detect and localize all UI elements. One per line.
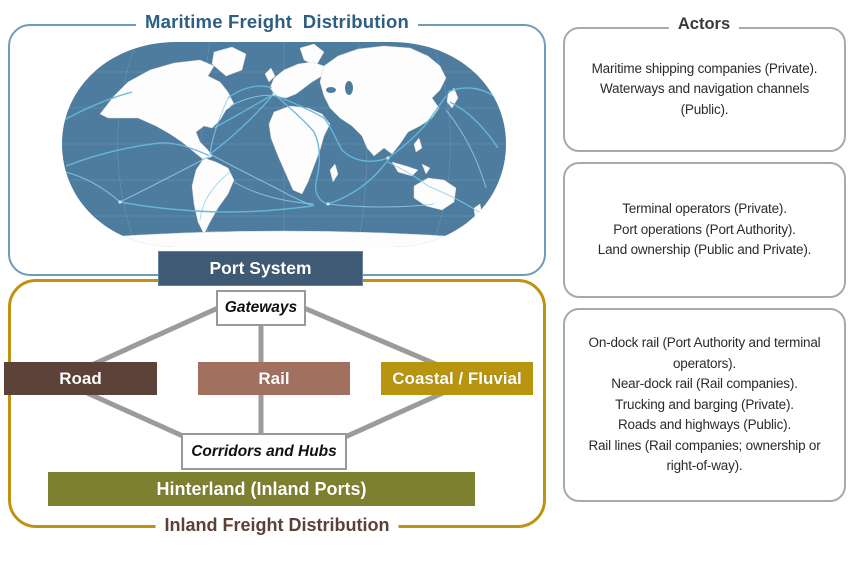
actor-line: Land ownership (Public and Private). — [597, 242, 812, 258]
actor-line: Trucking and barging (Private). — [615, 396, 794, 412]
actor-line: Near-dock rail (Rail companies). — [611, 376, 798, 392]
actor-line: Waterways and navigation channels (Publi… — [599, 81, 810, 117]
actors-panel-title: Actors — [668, 15, 740, 35]
map-shipping-routes — [63, 85, 503, 221]
port-system-bar: Port System — [158, 251, 363, 286]
actor-line: On-dock rail (Port Authority and termina… — [588, 335, 821, 371]
road-mode-bar: Road — [4, 362, 157, 395]
coastal-fluvial-mode-bar: Coastal / Fluvial — [381, 362, 533, 395]
actor-line: Rail lines (Rail companies; ownership or… — [588, 437, 821, 474]
actor-line: Port operations (Port Authority). — [613, 221, 796, 237]
corridors-and-hubs-node: Corridors and Hubs — [181, 433, 347, 470]
rail-mode-bar: Rail — [198, 362, 350, 395]
maritime-section-title: Maritime Freight Distribution — [136, 11, 418, 34]
actor-line: Maritime shipping companies (Private). — [591, 60, 818, 76]
gateways-node: Gateways — [216, 290, 306, 326]
world-shipping-map — [62, 36, 506, 253]
inland-section-title: Inland Freight Distribution — [155, 515, 399, 537]
actor-box-maritime: Maritime shipping companies (Private). W… — [563, 27, 846, 152]
actor-line: Roads and highways (Public). — [618, 417, 791, 433]
actor-box-port: Terminal operators (Private). Port opera… — [563, 162, 846, 298]
actor-box-inland: On-dock rail (Port Authority and termina… — [563, 308, 846, 502]
actor-line: Terminal operators (Private). — [622, 201, 787, 217]
hinterland-bar: Hinterland (Inland Ports) — [48, 472, 475, 506]
